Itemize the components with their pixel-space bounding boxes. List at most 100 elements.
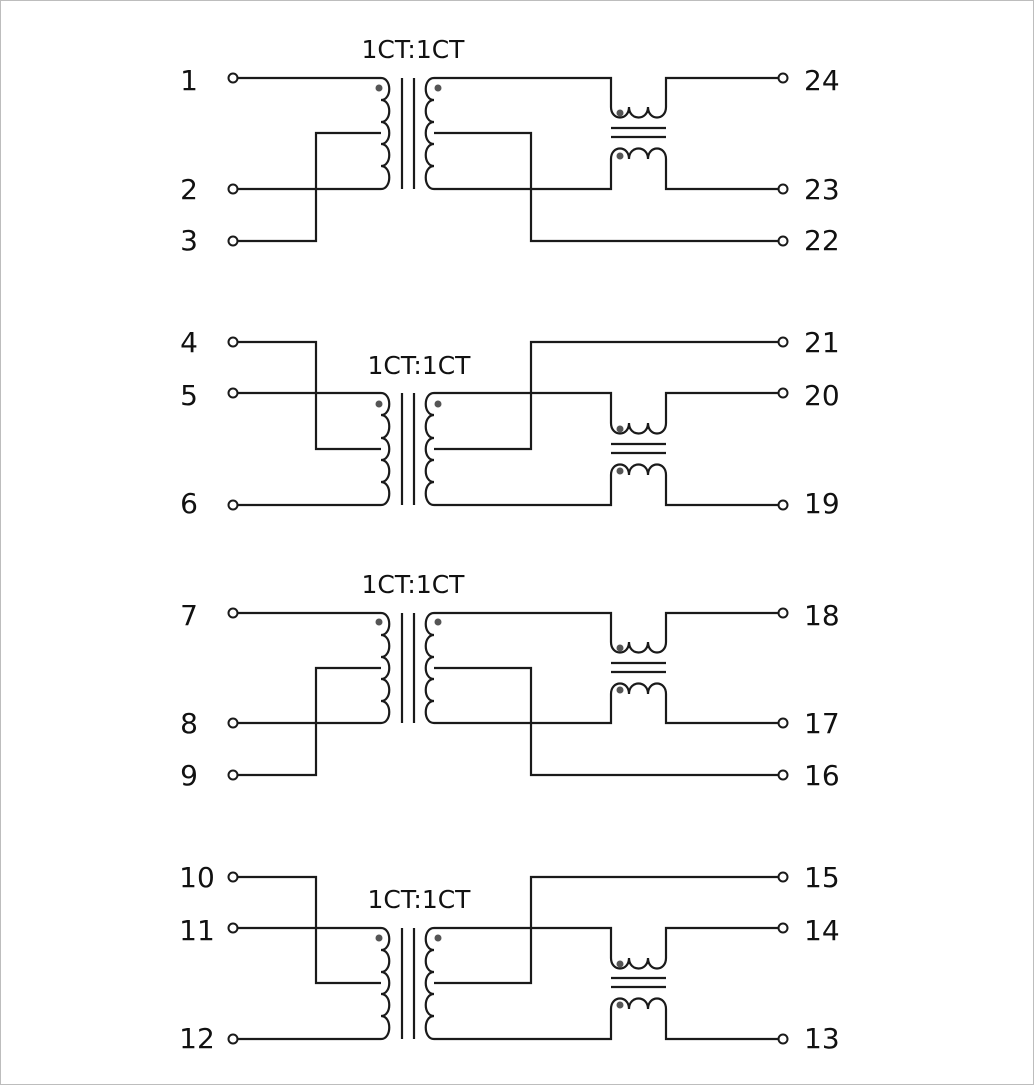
pin-terminal <box>227 717 239 729</box>
wire <box>434 1009 613 1041</box>
wire <box>664 76 778 107</box>
pin-label-12: 12 <box>179 1022 215 1055</box>
pin-label-22: 22 <box>804 224 840 257</box>
pin-label-2: 2 <box>180 173 198 206</box>
pin-terminal <box>777 769 789 781</box>
wire <box>434 391 613 423</box>
pin-label-9: 9 <box>180 759 198 792</box>
pin-label-4: 4 <box>180 326 198 359</box>
pin-label-18: 18 <box>804 599 840 632</box>
wire <box>664 391 778 423</box>
polarity-dot <box>434 84 442 92</box>
pin-label-11: 11 <box>179 914 215 947</box>
polarity-dot <box>616 467 624 475</box>
polarity-dot <box>375 400 383 408</box>
polarity-dot <box>616 644 624 652</box>
pin-terminal <box>777 717 789 729</box>
pin-terminal <box>227 235 239 247</box>
choke-winding-top <box>609 106 668 119</box>
pin-terminal <box>227 183 239 195</box>
primary-winding <box>380 926 391 1041</box>
pin-terminal <box>777 607 789 619</box>
wire <box>664 611 778 642</box>
pin-label-8: 8 <box>180 707 198 740</box>
wire <box>434 875 778 985</box>
channel-3: 1CT:1CT 7 8 9 18 17 16 <box>180 570 840 792</box>
pin-terminal <box>777 336 789 348</box>
polarity-dot <box>434 400 442 408</box>
pin-label-7: 7 <box>180 599 198 632</box>
choke-winding-bottom <box>609 463 668 476</box>
primary-winding <box>380 391 391 507</box>
wire <box>434 131 778 243</box>
polarity-dot <box>375 618 383 626</box>
choke-winding-top <box>609 957 668 970</box>
pin-label-16: 16 <box>804 759 840 792</box>
pin-terminal <box>777 1033 789 1045</box>
pin-terminal <box>227 336 239 348</box>
wire <box>434 694 613 725</box>
polarity-dot <box>616 425 624 433</box>
polarity-dot <box>616 686 624 694</box>
ratio-label: 1CT:1CT <box>362 35 466 64</box>
secondary-winding <box>424 926 435 1041</box>
secondary-winding <box>424 76 435 191</box>
pin-terminal <box>227 1033 239 1045</box>
polarity-dot <box>434 934 442 942</box>
wire <box>434 926 613 958</box>
choke-winding-bottom <box>609 997 668 1010</box>
pin-label-10: 10 <box>179 861 215 894</box>
choke-winding-top <box>609 641 668 654</box>
polarity-dot <box>616 1001 624 1009</box>
channel-4: 1CT:1CT 10 11 12 15 14 13 <box>179 861 839 1055</box>
wire <box>434 76 613 107</box>
primary-winding <box>380 76 391 191</box>
primary-winding <box>380 611 391 725</box>
channel-2: 1CT:1CT 4 5 6 21 20 19 <box>180 326 840 520</box>
polarity-dot <box>616 152 624 160</box>
pin-label-14: 14 <box>804 914 840 947</box>
ratio-label: 1CT:1CT <box>368 351 472 380</box>
wire <box>434 159 613 191</box>
wire <box>434 340 778 451</box>
wire <box>434 611 613 642</box>
pin-label-19: 19 <box>804 487 840 520</box>
polarity-dot <box>616 109 624 117</box>
wire <box>434 475 613 507</box>
polarity-dot <box>616 960 624 968</box>
pin-terminal <box>777 72 789 84</box>
pin-terminal <box>227 922 239 934</box>
pin-terminal <box>227 871 239 883</box>
choke-winding-bottom <box>609 682 668 695</box>
pin-terminal <box>777 922 789 934</box>
choke-winding-top <box>609 422 668 435</box>
pin-label-20: 20 <box>804 379 840 412</box>
ratio-label: 1CT:1CT <box>368 885 472 914</box>
polarity-dot <box>375 934 383 942</box>
pin-terminal <box>777 183 789 195</box>
wire <box>664 159 778 191</box>
secondary-winding <box>424 391 435 507</box>
wire <box>434 666 778 777</box>
pin-terminal <box>227 387 239 399</box>
polarity-dot <box>434 618 442 626</box>
wire <box>664 694 778 725</box>
wire <box>238 875 381 985</box>
pin-terminal <box>227 769 239 781</box>
wire <box>664 926 778 958</box>
wire <box>664 1009 778 1041</box>
pin-label-23: 23 <box>804 173 840 206</box>
pin-label-1: 1 <box>180 64 198 97</box>
wire <box>238 666 381 777</box>
polarity-dot <box>375 84 383 92</box>
pin-label-13: 13 <box>804 1022 840 1055</box>
pin-label-24: 24 <box>804 64 840 97</box>
pin-label-17: 17 <box>804 707 840 740</box>
secondary-winding <box>424 611 435 725</box>
pin-terminal <box>227 499 239 511</box>
channel-1: 1CT:1CT 1 2 3 24 23 22 <box>180 35 840 257</box>
pin-label-15: 15 <box>804 861 840 894</box>
pin-label-5: 5 <box>180 379 198 412</box>
pin-terminal <box>777 871 789 883</box>
